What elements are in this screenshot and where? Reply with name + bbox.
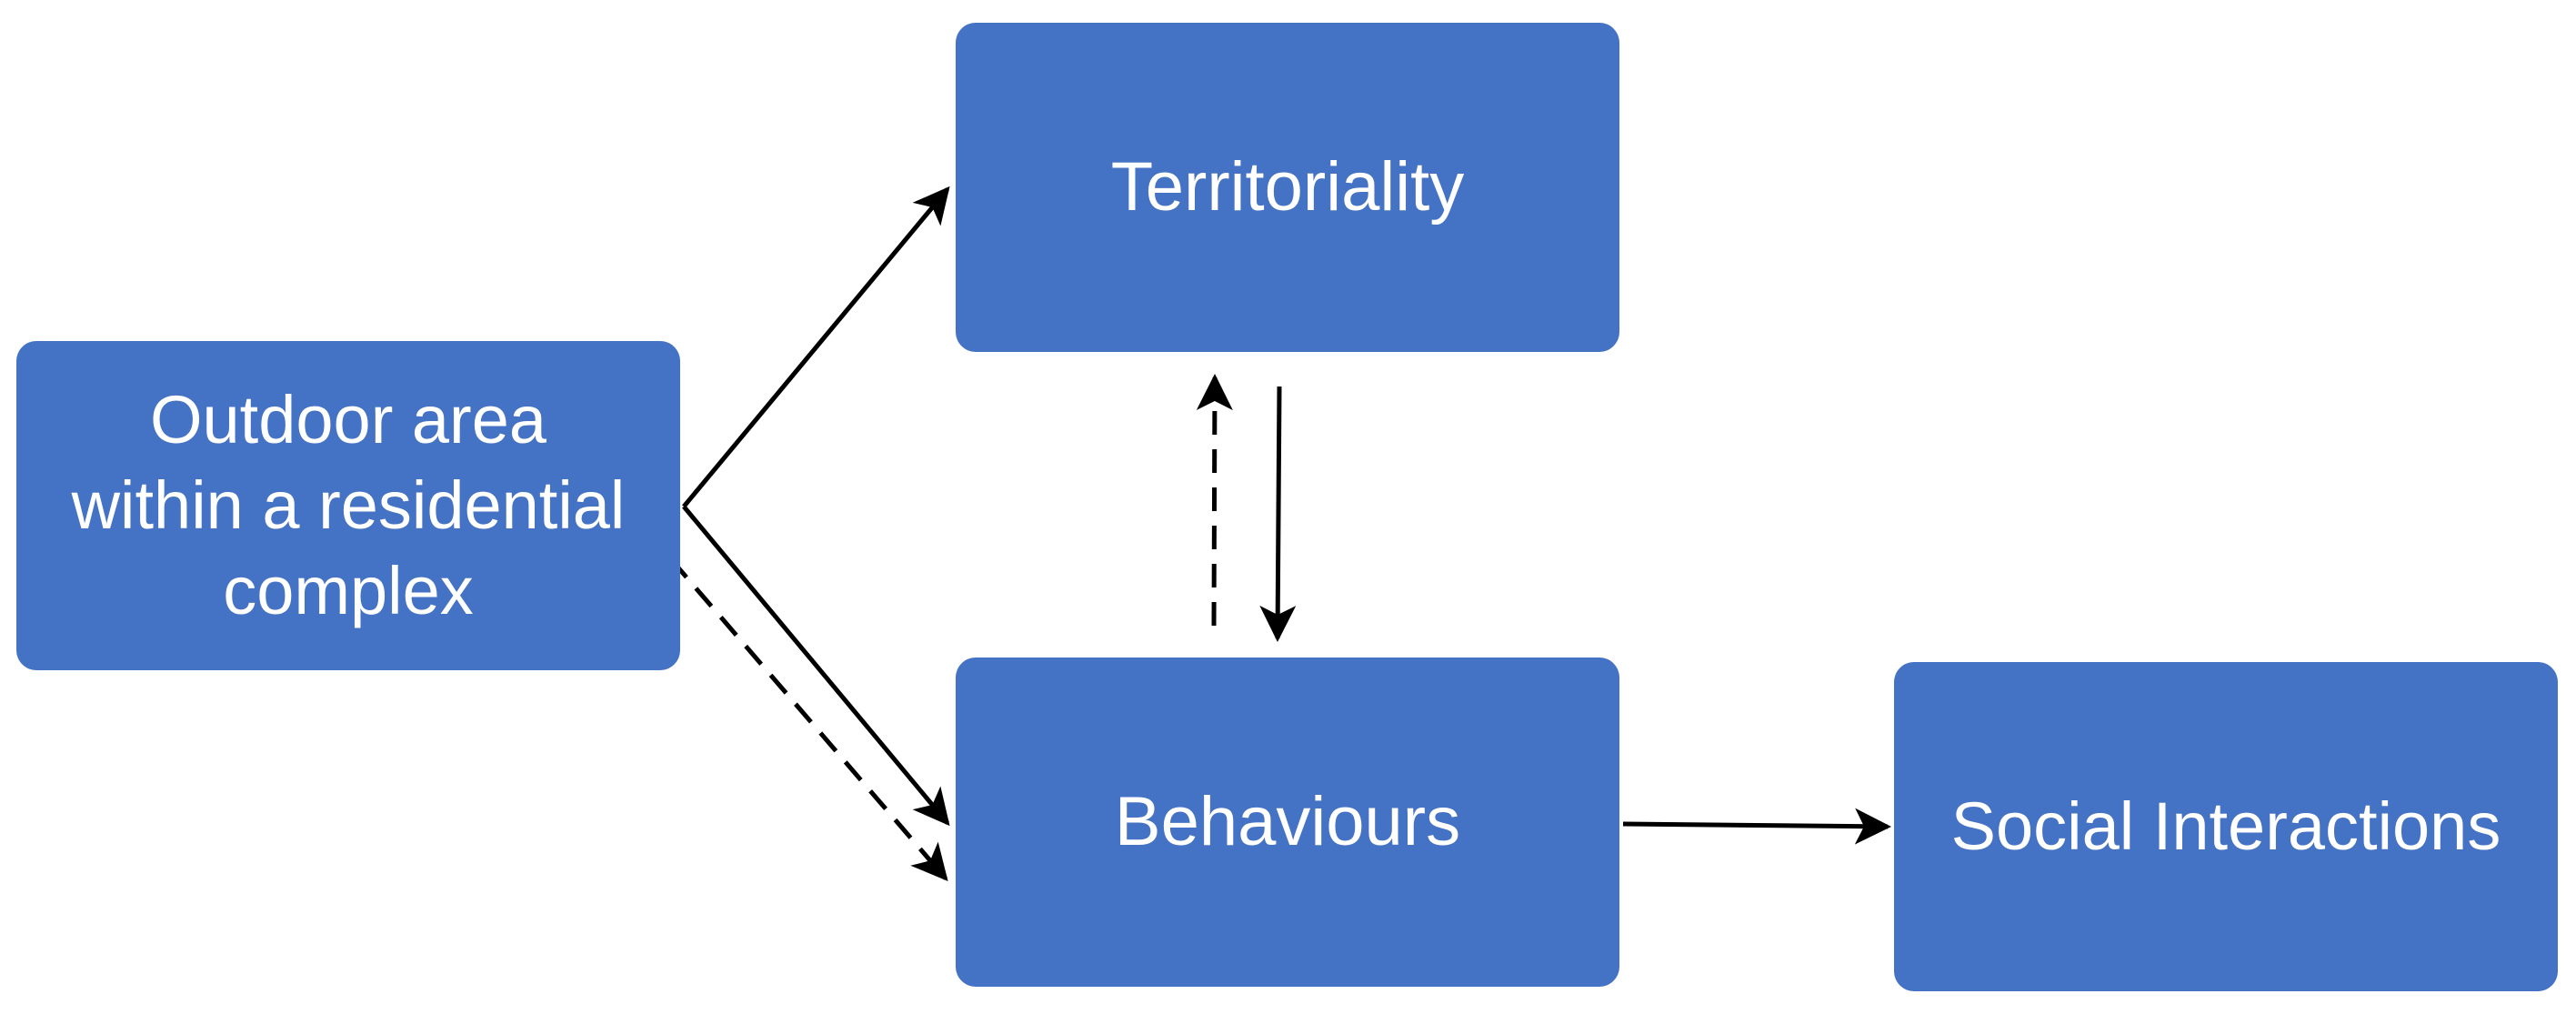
node-territoriality-label: Territoriality (1110, 148, 1465, 226)
edge-outdoor-to-territoriality (682, 186, 950, 508)
edge-outdoor-to-behaviours-dashed (669, 557, 948, 882)
node-behaviours-label: Behaviours (1114, 783, 1461, 860)
node-outdoor-area: Outdoor area within a residential comple… (16, 341, 680, 670)
node-social-interactions: Social Interactions (1894, 662, 2558, 991)
node-behaviours: Behaviours (956, 658, 1619, 987)
edge-territoriality-to-behaviours (1259, 386, 1297, 642)
edge-outdoor-to-behaviours (682, 505, 950, 827)
edge-behaviours-to-social (1622, 808, 1891, 845)
node-outdoor-area-label: Outdoor area within a residential comple… (71, 382, 626, 628)
node-territoriality: Territoriality (956, 23, 1619, 352)
node-social-interactions-label: Social Interactions (1950, 788, 2501, 864)
edge-behaviours-to-territoriality-dashed (1196, 374, 1233, 627)
